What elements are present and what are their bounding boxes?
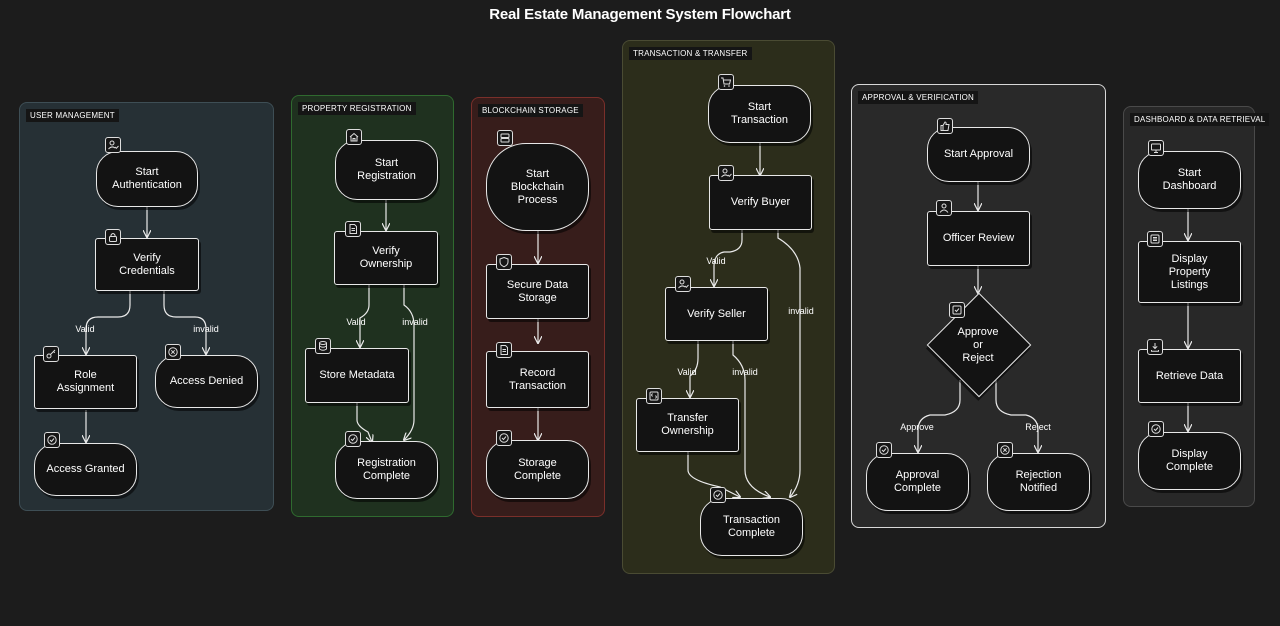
edge-label-invalid: invalid bbox=[402, 317, 428, 327]
user-check-icon bbox=[718, 165, 734, 181]
user-check-icon bbox=[675, 276, 691, 292]
download-icon bbox=[1147, 339, 1163, 355]
node-approval-complete[interactable]: Approval Complete bbox=[866, 453, 969, 511]
cart-icon bbox=[718, 74, 734, 90]
check-circle-icon bbox=[496, 430, 512, 446]
node-transfer-ownership[interactable]: Transfer Ownership bbox=[636, 398, 739, 452]
node-start-authentication[interactable]: Start Authentication bbox=[96, 151, 198, 207]
node-display-complete[interactable]: Display Complete bbox=[1138, 432, 1241, 490]
node-access-granted[interactable]: Access Granted bbox=[34, 443, 137, 496]
node-rejection-notified[interactable]: Rejection Notified bbox=[987, 453, 1090, 511]
node-verify-seller[interactable]: Verify Seller bbox=[665, 287, 768, 341]
group-label: TRANSACTION & TRANSFER bbox=[629, 47, 752, 60]
thumbs-up-icon bbox=[937, 118, 953, 134]
edge-label-invalid: invalid bbox=[732, 367, 758, 377]
document-icon bbox=[345, 221, 361, 237]
home-icon bbox=[346, 129, 362, 145]
server-icon bbox=[497, 130, 513, 146]
edge-label-approve: Approve bbox=[900, 422, 934, 432]
check-circle-icon bbox=[710, 487, 726, 503]
node-approve-or-reject: Approve or Reject bbox=[957, 326, 999, 364]
check-circle-icon bbox=[876, 442, 892, 458]
check-circle-icon bbox=[1148, 421, 1164, 437]
node-storage-complete[interactable]: Storage Complete bbox=[486, 440, 589, 499]
user-icon bbox=[936, 200, 952, 216]
node-start-blockchain[interactable]: Start Blockchain Process bbox=[486, 143, 589, 231]
group-label: PROPERTY REGISTRATION bbox=[298, 102, 416, 115]
database-icon bbox=[315, 338, 331, 354]
check-circle-icon bbox=[345, 431, 361, 447]
check-circle-icon bbox=[44, 432, 60, 448]
edge-label-valid: Valid bbox=[677, 367, 697, 377]
group-label: USER MANAGEMENT bbox=[26, 109, 119, 122]
edge-label-valid: Valid bbox=[75, 324, 95, 334]
lock-icon bbox=[105, 229, 121, 245]
user-check-icon bbox=[105, 137, 121, 153]
key-icon bbox=[43, 346, 59, 362]
node-store-metadata[interactable]: Store Metadata bbox=[305, 348, 409, 403]
edge-label-invalid: invalid bbox=[788, 306, 814, 316]
edge-label-invalid: invalid bbox=[193, 324, 219, 334]
x-circle-icon bbox=[997, 442, 1013, 458]
check-square-icon bbox=[949, 302, 965, 318]
edge-label-reject: Reject bbox=[1025, 422, 1051, 432]
edge-label-valid: Valid bbox=[346, 317, 366, 327]
node-start-registration[interactable]: Start Registration bbox=[335, 140, 438, 200]
node-role-assignment[interactable]: Role Assignment bbox=[34, 355, 137, 409]
node-verify-ownership[interactable]: Verify Ownership bbox=[334, 231, 438, 285]
node-registration-complete[interactable]: Registration Complete bbox=[335, 441, 438, 499]
shield-icon bbox=[496, 254, 512, 270]
node-start-transaction[interactable]: Start Transaction bbox=[708, 85, 811, 143]
group-label: BLOCKCHAIN STORAGE bbox=[478, 104, 583, 117]
node-secure-data-storage[interactable]: Secure Data Storage bbox=[486, 264, 589, 319]
x-circle-icon bbox=[165, 344, 181, 360]
group-label: DASHBOARD & DATA RETRIEVAL bbox=[1130, 113, 1270, 126]
list-icon bbox=[1147, 231, 1163, 247]
group-label: APPROVAL & VERIFICATION bbox=[858, 91, 979, 104]
document-icon bbox=[496, 342, 512, 358]
exchange-icon bbox=[646, 388, 662, 404]
node-verify-buyer[interactable]: Verify Buyer bbox=[709, 175, 812, 230]
edge-label-valid: Valid bbox=[706, 256, 726, 266]
node-display-property-listings[interactable]: Display Property Listings bbox=[1138, 241, 1241, 303]
monitor-icon bbox=[1148, 140, 1164, 156]
node-start-dashboard[interactable]: Start Dashboard bbox=[1138, 151, 1241, 209]
node-officer-review[interactable]: Officer Review bbox=[927, 211, 1030, 266]
node-record-transaction[interactable]: Record Transaction bbox=[486, 351, 589, 408]
diagram-title: Real Estate Management System Flowchart bbox=[489, 6, 791, 23]
node-transaction-complete[interactable]: Transaction Complete bbox=[700, 498, 803, 556]
node-retrieve-data[interactable]: Retrieve Data bbox=[1138, 349, 1241, 403]
node-verify-credentials[interactable]: Verify Credentials bbox=[95, 238, 199, 291]
node-start-approval[interactable]: Start Approval bbox=[927, 127, 1030, 182]
node-access-denied[interactable]: Access Denied bbox=[155, 355, 258, 408]
